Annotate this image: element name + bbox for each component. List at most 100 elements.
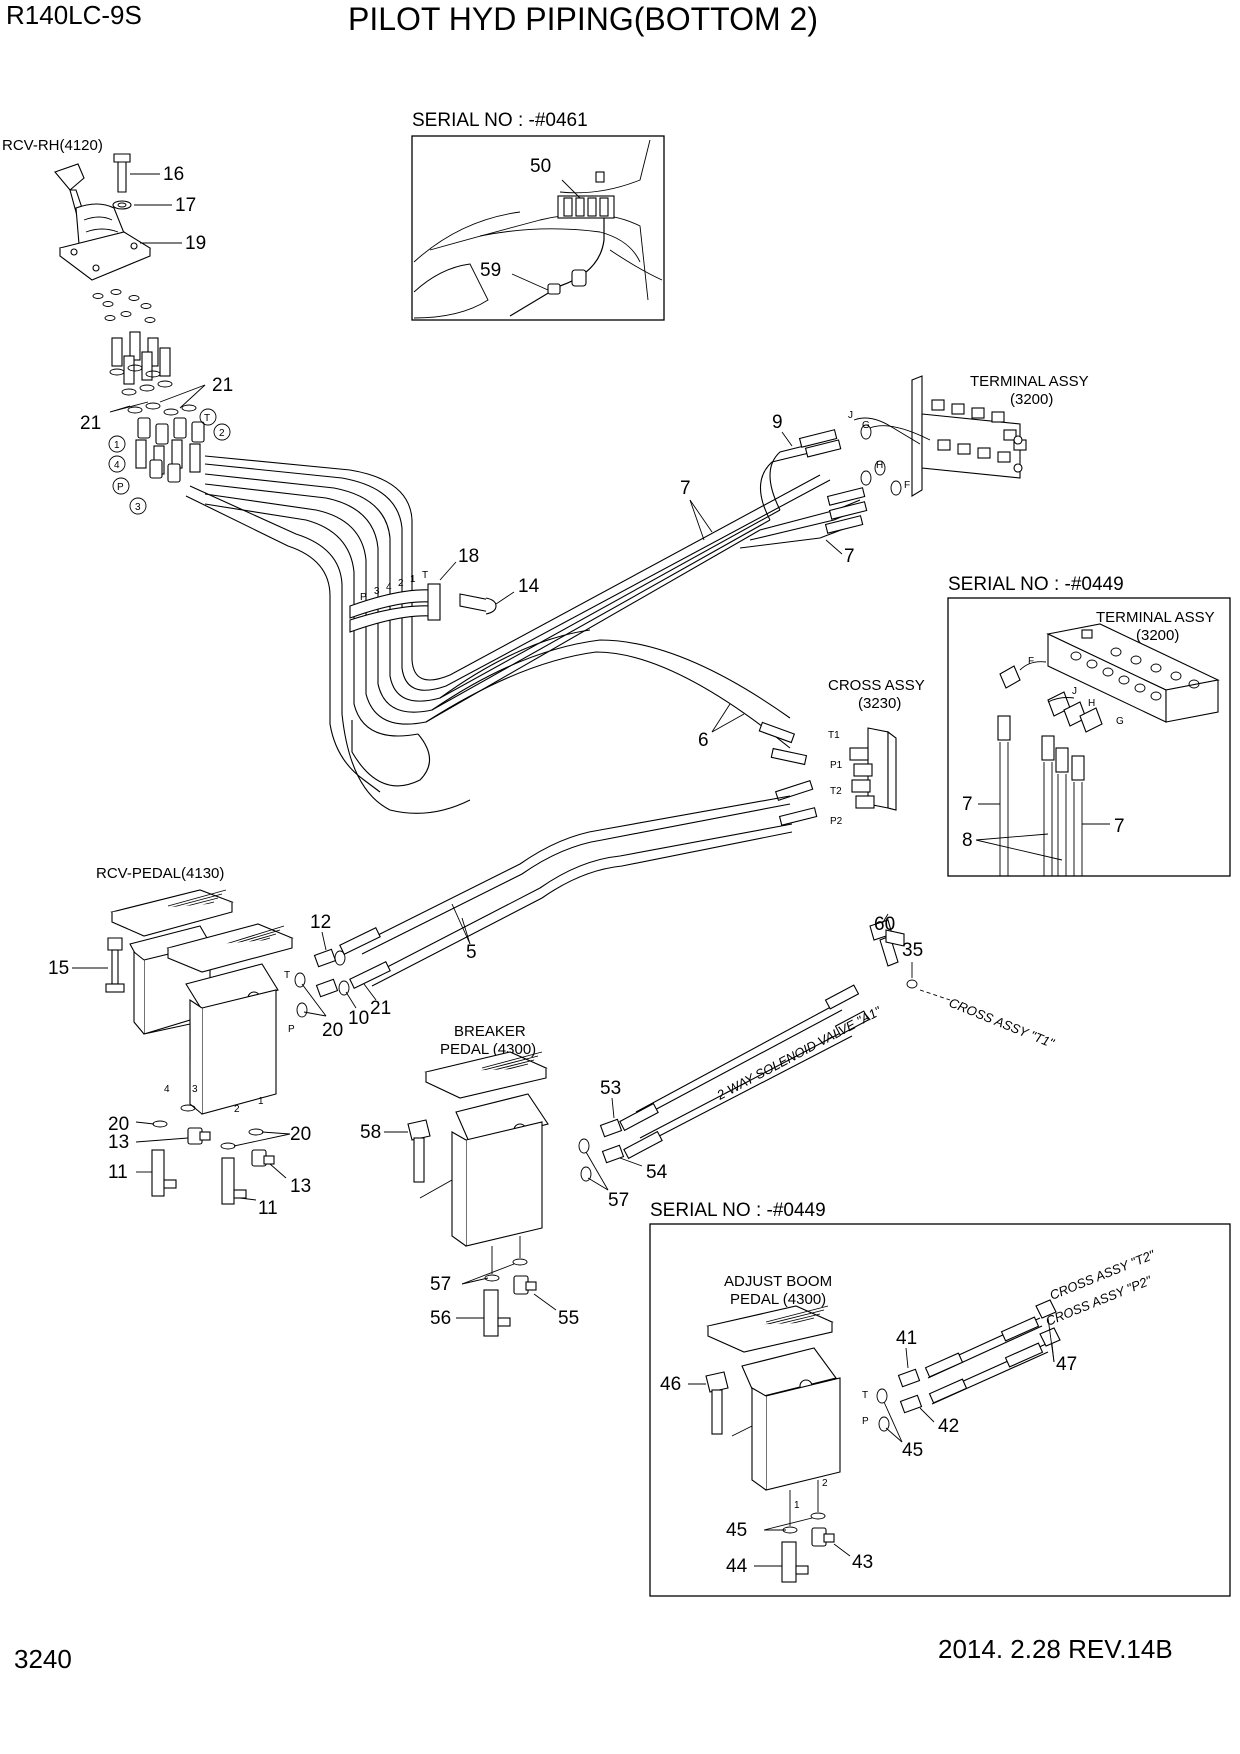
callout-21-upper: 21 <box>212 375 233 396</box>
port-f: F <box>904 480 910 491</box>
pedal-port-2: 2 <box>234 1104 240 1115</box>
callout-60: 60 <box>874 914 895 935</box>
port-marker-1: 1 <box>114 440 120 451</box>
callout-15: 15 <box>48 958 69 979</box>
adjust-port-1: 1 <box>794 1500 800 1511</box>
inset-terminal-code: (3200) <box>1136 627 1179 644</box>
callout-57-bottom: 57 <box>430 1274 451 1295</box>
terminal-assy-code: (3200) <box>1010 391 1053 408</box>
callout-45-right: 45 <box>902 1440 923 1461</box>
port-p2: P2 <box>830 816 843 827</box>
callout-21-left: 21 <box>80 413 101 434</box>
callout-12: 12 <box>310 912 331 933</box>
terminal-assy-top: TERMINAL ASSY (3200) J G H F <box>848 373 1089 497</box>
callout-50: 50 <box>530 156 551 177</box>
inset-serial-0461: SERIAL NO : -#0461 50 59 <box>411 110 665 321</box>
note-cross-t1: CROSS ASSY "T1" <box>947 995 1058 1051</box>
clamp-label-3: 3 <box>374 586 380 597</box>
rcv-rh-joystick: RCV-RH(4120) 16 17 19 <box>2 137 206 323</box>
port-marker-4: 4 <box>114 460 120 471</box>
callout-17: 17 <box>175 195 196 216</box>
callout-57-right: 57 <box>608 1190 629 1211</box>
inset-top-serial: SERIAL NO : -#0461 <box>412 110 588 131</box>
port-p1: P1 <box>830 760 843 771</box>
callout-20-upper: 20 <box>322 1020 343 1041</box>
pedal-port-4: 4 <box>164 1084 170 1095</box>
clamp-18: 18 14 P 3 4 2 1 T <box>349 546 540 633</box>
callout-13-right: 13 <box>290 1176 311 1197</box>
breaker-pedal: BREAKER PEDAL (4300) 58 53 54 57 <box>360 1023 668 1337</box>
cross-assy: CROSS ASSY (3230) T1 P1 T2 P2 6 <box>698 677 925 827</box>
page-title: PILOT HYD PIPING(BOTTOM 2) <box>348 1 818 37</box>
callout-59: 59 <box>480 260 501 281</box>
callout-7-lower: 7 <box>844 546 855 567</box>
inset-serial-0449-adjust-boom: SERIAL NO : -#0449 ADJUST BOOM PEDAL (43… <box>649 1200 1231 1597</box>
note-solenoid: 2-WAY SOLENOID VALVE "A1" <box>713 1003 884 1103</box>
callout-5: 5 <box>466 942 477 963</box>
callout-14: 14 <box>518 576 540 597</box>
cross-assy-code: (3230) <box>858 695 901 712</box>
solenoid-route: 60 35 CROSS ASSY "T1" 2-WAY SOLENOID VAL… <box>619 913 1058 1160</box>
port-marker-t: T <box>204 413 210 424</box>
adjust-port-2: 2 <box>822 1478 828 1489</box>
joystick-fittings: 21 21 T 2 1 4 P 3 <box>80 331 233 515</box>
port-marker-3: 3 <box>135 502 141 513</box>
adjust-port-p: P <box>862 1416 869 1427</box>
clamp-label-t: T <box>422 570 428 581</box>
callout-20-right: 20 <box>290 1124 311 1145</box>
revision-date: 2014. 2.28 REV.14B <box>938 1634 1173 1664</box>
inset-port-f: F <box>1028 656 1034 667</box>
adjust-boom-label-2: PEDAL (4300) <box>730 1291 826 1308</box>
callout-21-pedal: 21 <box>370 998 391 1019</box>
callout-56: 56 <box>430 1308 451 1329</box>
inset-port-h: H <box>1088 698 1095 709</box>
clamp-label-2: 2 <box>398 578 404 589</box>
callout-10: 10 <box>348 1008 369 1029</box>
port-t2: T2 <box>830 786 842 797</box>
callout-47: 47 <box>1056 1354 1077 1375</box>
callout-43: 43 <box>852 1552 873 1573</box>
inset-right-serial: SERIAL NO : -#0449 <box>948 574 1124 595</box>
callout-8: 8 <box>962 830 973 851</box>
callout-9: 9 <box>772 412 783 433</box>
callout-18: 18 <box>458 546 479 567</box>
clamp-label-1: 1 <box>410 574 416 585</box>
callout-53: 53 <box>600 1078 621 1099</box>
terminal-assy-label: TERMINAL ASSY <box>970 373 1089 390</box>
hose-5: 5 <box>339 795 793 989</box>
adjust-boom-label-1: ADJUST BOOM <box>724 1273 832 1290</box>
inset-bottom-serial: SERIAL NO : -#0449 <box>650 1200 826 1221</box>
pedal-port-3: 3 <box>192 1084 198 1095</box>
callout-20-left: 20 <box>108 1114 129 1135</box>
adjust-port-t: T <box>862 1390 868 1401</box>
callout-7-inset-right: 7 <box>1114 816 1125 837</box>
page-number: 3240 <box>14 1644 72 1674</box>
pedal-port-p: P <box>288 1024 295 1035</box>
callout-46: 46 <box>660 1374 681 1395</box>
callout-13-left: 13 <box>108 1132 129 1153</box>
port-h: H <box>876 460 883 471</box>
port-j: J <box>848 410 853 421</box>
callout-7-inset-left: 7 <box>962 794 973 815</box>
callout-55: 55 <box>558 1308 579 1329</box>
callout-16: 16 <box>163 164 184 185</box>
callout-45-bottom: 45 <box>726 1520 747 1541</box>
inset-port-g: G <box>1116 716 1124 727</box>
callout-7-upper: 7 <box>680 478 691 499</box>
callout-42: 42 <box>938 1416 959 1437</box>
inset-port-j: J <box>1072 686 1077 697</box>
port-marker-2: 2 <box>219 428 225 439</box>
inset-terminal-label: TERMINAL ASSY <box>1096 609 1215 626</box>
callout-58: 58 <box>360 1122 381 1143</box>
pedal-fittings: 12 20 10 21 20 13 11 20 13 11 <box>108 912 391 1219</box>
pedal-port-t: T <box>284 970 290 981</box>
callout-11-left: 11 <box>108 1162 128 1183</box>
callout-35: 35 <box>902 940 923 961</box>
callout-19: 19 <box>185 233 206 254</box>
cross-assy-label: CROSS ASSY <box>828 677 925 694</box>
rcv-pedal: RCV-PEDAL(4130) 15 T P 4 3 2 1 <box>48 865 295 1115</box>
breaker-pedal-label-2: PEDAL (4300) <box>440 1041 536 1058</box>
clamp-label-p: P <box>360 592 367 603</box>
breaker-pedal-label-1: BREAKER <box>454 1023 526 1040</box>
